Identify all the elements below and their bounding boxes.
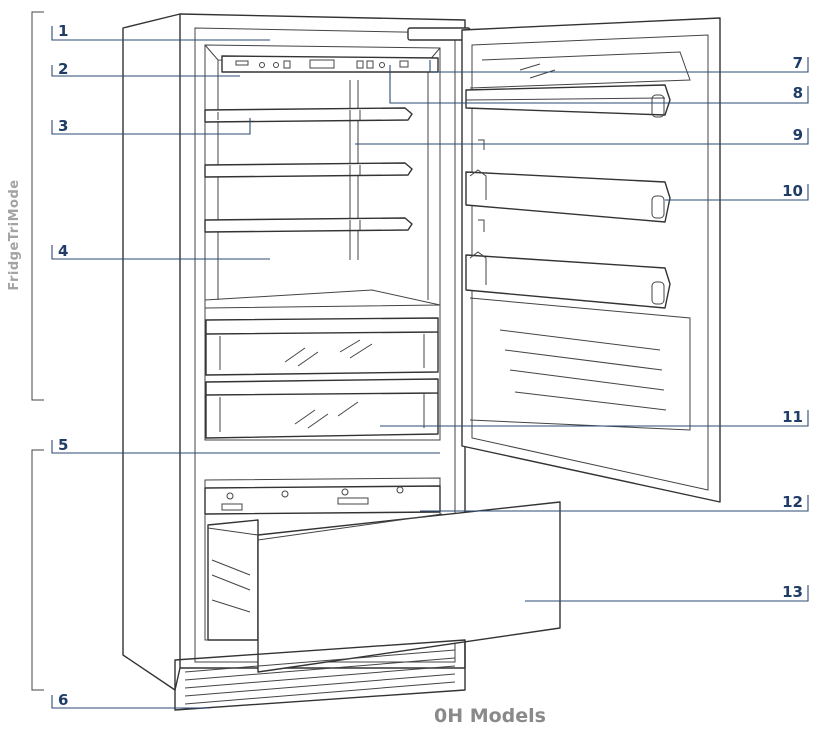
section-brackets: FridgeTriMode [7,11,44,691]
button-icon [273,62,279,68]
crisper-drawers [205,317,439,439]
callout-13: 13 [782,583,803,601]
button-icon [356,60,364,69]
callout-3: 3 [58,117,68,135]
callout-10: 10 [782,182,803,200]
button-icon [283,60,291,69]
callout-4: 4 [58,242,68,260]
callout-8: 8 [793,84,803,102]
hinge [407,27,471,41]
callout-6: 6 [58,691,68,709]
models-caption: 0H Models [434,705,546,727]
callout-12: 12 [782,493,803,511]
freezer-bracket [31,449,44,691]
button-icon [259,62,265,68]
freezer-drawer-front [257,501,561,673]
callout-2: 2 [58,60,68,78]
shelves [204,107,441,309]
callout-11: 11 [782,408,803,426]
button-icon [379,62,385,68]
control-panel [221,55,439,73]
button-icon [366,60,374,69]
display-icon [309,59,335,69]
toe-kick [174,639,466,711]
callout-1: 1 [58,22,68,40]
side-label: FridgeTriMode [7,179,22,290]
button-icon [399,60,409,68]
leader-lines [51,26,809,709]
callout-numbers: 1 2 3 4 5 6 7 8 9 10 11 12 13 [58,22,803,709]
freezer-section [204,477,561,673]
fridge-bracket [31,11,44,401]
display-icon [235,60,249,66]
callout-9: 9 [793,126,803,144]
callout-7: 7 [793,54,803,72]
fridge-door [461,17,721,503]
callout-5: 5 [58,436,68,454]
